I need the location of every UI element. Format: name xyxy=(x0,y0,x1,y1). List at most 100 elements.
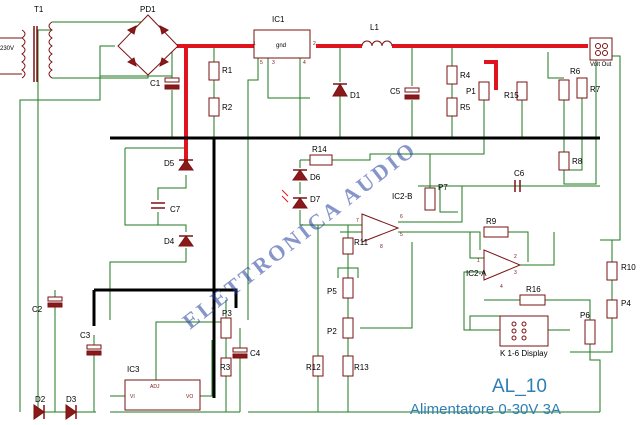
label-r7: R7 xyxy=(590,85,601,94)
wire xyxy=(200,340,213,397)
label-c1: C1 xyxy=(150,79,161,88)
signal-wires xyxy=(19,15,621,413)
diode-mark xyxy=(159,57,169,67)
light-arrow xyxy=(281,195,289,203)
primary-coil xyxy=(21,29,26,79)
ic3-vi: VI xyxy=(130,394,135,400)
plate xyxy=(86,344,102,350)
resistor-r14 xyxy=(309,154,333,166)
diode-mark xyxy=(127,57,137,67)
label-r6: R6 xyxy=(570,67,581,76)
k1-pin xyxy=(521,335,527,341)
trimmer-p5 xyxy=(342,277,354,299)
wire xyxy=(157,175,187,200)
label-c7: C7 xyxy=(170,205,181,214)
capacitor-c6 xyxy=(514,180,521,192)
ic1-body xyxy=(253,29,311,59)
label-p6: P6 xyxy=(580,311,590,320)
wire xyxy=(52,15,149,23)
opamp-ic2b xyxy=(361,213,400,243)
label-t1: T1 xyxy=(34,5,44,14)
wire xyxy=(398,185,600,223)
label-volt-out: Volt Out xyxy=(590,62,612,68)
k1-pin xyxy=(521,328,527,334)
trimmer-p7 xyxy=(424,187,436,211)
wire xyxy=(545,299,591,320)
label-l1: L1 xyxy=(370,23,379,32)
connector-pin xyxy=(595,43,601,49)
label-ic1: IC1 xyxy=(272,15,285,24)
label-d4: D4 xyxy=(164,237,175,246)
schematic-subtitle: Alimentatore 0-30V 3A xyxy=(410,401,561,418)
resistor-r2 xyxy=(208,97,220,117)
resistor-r12 xyxy=(312,355,324,377)
plate xyxy=(47,302,63,308)
diode-d3 xyxy=(65,404,77,420)
label-r16: R16 xyxy=(526,285,541,294)
connector-pin xyxy=(602,50,608,56)
ic2b-pin-8: 8 xyxy=(380,244,383,250)
wire xyxy=(124,148,165,226)
ic3-vo: VO xyxy=(186,394,193,400)
wire xyxy=(247,58,259,320)
wire xyxy=(469,232,484,259)
label-c4: C4 xyxy=(250,349,261,358)
resistor-r13 xyxy=(342,355,354,377)
bridge-outline xyxy=(117,14,179,76)
diode-d2 xyxy=(33,404,45,420)
ic2a-pin-2: 2 xyxy=(514,254,517,260)
diode-body xyxy=(292,169,308,181)
transformer-t1 xyxy=(0,21,53,82)
diode-body xyxy=(33,404,45,420)
ic3-adj: ADJ xyxy=(150,384,160,390)
trimmer-p1 xyxy=(478,81,490,101)
capacitor-c2 xyxy=(47,296,63,308)
wire xyxy=(520,232,555,266)
resistor-r7 xyxy=(576,77,588,99)
diode-body xyxy=(292,197,308,209)
trimmer-p4 xyxy=(606,299,618,319)
k1-pin xyxy=(521,321,527,327)
resistor-r8 xyxy=(558,151,570,171)
resistor-r1 xyxy=(208,61,220,81)
capacitor-c4 xyxy=(232,347,248,359)
diode-d1 xyxy=(332,83,348,97)
label-r11: R11 xyxy=(354,238,369,247)
label-r1: R1 xyxy=(222,66,233,75)
wire xyxy=(508,231,529,262)
label-ic1-gnd: gnd xyxy=(276,43,286,49)
wire xyxy=(360,242,413,329)
label-r8: R8 xyxy=(572,157,583,166)
label-r14: R14 xyxy=(312,145,327,154)
plate xyxy=(86,350,102,356)
diode-d4 xyxy=(178,235,194,247)
regulator-ic3 xyxy=(124,379,201,411)
resistor-r15 xyxy=(516,81,528,101)
label-r12: R12 xyxy=(306,363,321,372)
label-ic3: IC3 xyxy=(127,365,140,374)
plate xyxy=(232,347,248,353)
label-r4: R4 xyxy=(460,71,471,80)
wire xyxy=(337,267,359,278)
k1-pin xyxy=(511,321,517,327)
light-arrow xyxy=(281,189,289,197)
wire xyxy=(469,315,500,330)
ic1-pin-3: 3 xyxy=(272,60,275,66)
label-k1-display: K 1-6 Display xyxy=(500,349,548,358)
opamp-ic2a xyxy=(483,249,522,281)
ground-bus-segment xyxy=(94,288,238,308)
label-d1: D1 xyxy=(350,91,361,100)
wire xyxy=(600,55,621,241)
diode-d6 xyxy=(292,169,308,181)
label-d5: D5 xyxy=(164,159,175,168)
wire xyxy=(155,321,222,380)
label-c5: C5 xyxy=(390,87,401,96)
label-r3: R3 xyxy=(220,363,231,372)
component-labels: T1 PD1 IC1 gnd L1 230V C1 R1 R2 D1 C5 R4… xyxy=(0,5,636,404)
trimmer-p6 xyxy=(584,319,596,345)
label-r2: R2 xyxy=(222,103,233,112)
plate xyxy=(404,87,420,93)
label-ic2b: IC2-B xyxy=(392,192,412,201)
bridge-rectifier-pd1 xyxy=(117,14,179,76)
